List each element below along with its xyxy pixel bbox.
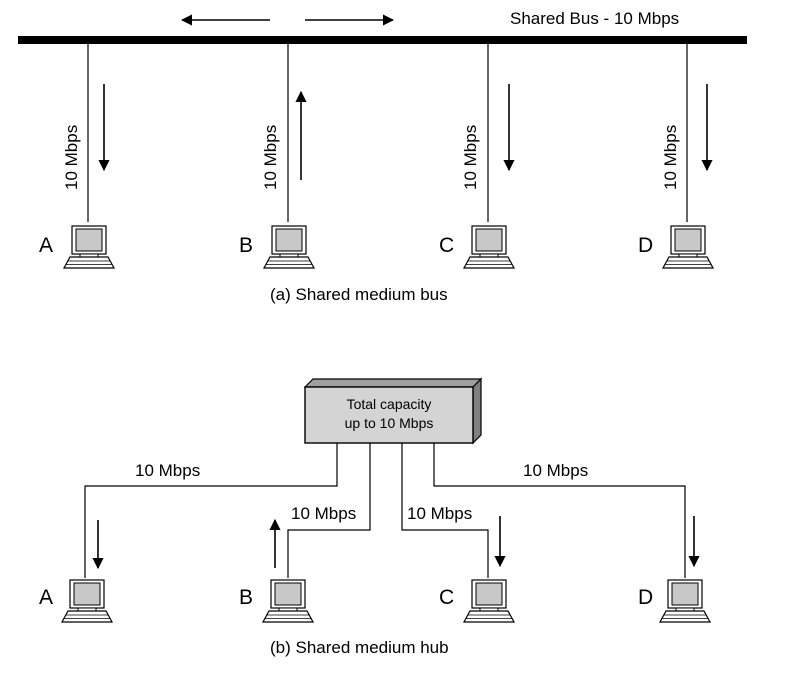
station-label: B	[239, 586, 253, 609]
computer-icon	[463, 579, 515, 623]
hub-link-c: 10 Mbps C	[401, 443, 515, 623]
hub-link-a: 10 Mbps A	[39, 443, 338, 623]
computer-icon	[659, 579, 711, 623]
station-label: C	[439, 234, 454, 257]
computer-icon	[463, 225, 515, 269]
hub-caption: (b) Shared medium hub	[270, 638, 449, 657]
computer-icon	[63, 225, 115, 269]
bus-station-c: 10 Mbps C	[439, 44, 515, 269]
bus-section: Shared Bus - 10 Mbps 10 Mbps A 10 Mbps B…	[18, 9, 747, 304]
bus-caption: (a) Shared medium bus	[270, 285, 448, 304]
station-label: D	[638, 234, 653, 257]
computer-icon	[262, 579, 314, 623]
hub-link-b: 10 Mbps B	[239, 443, 371, 623]
link-speed-label: 10 Mbps	[291, 504, 356, 523]
hub-box: Total capacity up to 10 Mbps	[303, 377, 483, 445]
hub-section: Total capacity up to 10 Mbps 10 Mbps A 1…	[39, 377, 711, 657]
link-speed-label: 10 Mbps	[135, 461, 200, 480]
station-label: B	[239, 234, 253, 257]
station-label: D	[638, 586, 653, 609]
bus-drop-speed-label: 10 Mbps	[62, 125, 81, 190]
bus-station-b: 10 Mbps B	[239, 44, 315, 269]
computer-icon	[61, 579, 113, 623]
link-speed-label: 10 Mbps	[407, 504, 472, 523]
link-speed-label: 10 Mbps	[523, 461, 588, 480]
bus-station-d: 10 Mbps D	[638, 44, 714, 269]
hub-capacity-line1: Total capacity	[347, 396, 432, 412]
station-label: C	[439, 586, 454, 609]
hub-capacity-line2: up to 10 Mbps	[345, 415, 434, 431]
computer-icon	[662, 225, 714, 269]
computer-icon	[263, 225, 315, 269]
bus-drop-speed-label: 10 Mbps	[661, 125, 680, 190]
station-label: A	[39, 234, 53, 257]
bus-drop-speed-label: 10 Mbps	[461, 125, 480, 190]
station-label: A	[39, 586, 53, 609]
shared-bus-line	[18, 36, 747, 44]
bus-title: Shared Bus - 10 Mbps	[510, 9, 679, 28]
bus-drop-speed-label: 10 Mbps	[261, 125, 280, 190]
bus-station-a: 10 Mbps A	[39, 44, 115, 269]
hub-link-d: 10 Mbps D	[433, 443, 711, 623]
